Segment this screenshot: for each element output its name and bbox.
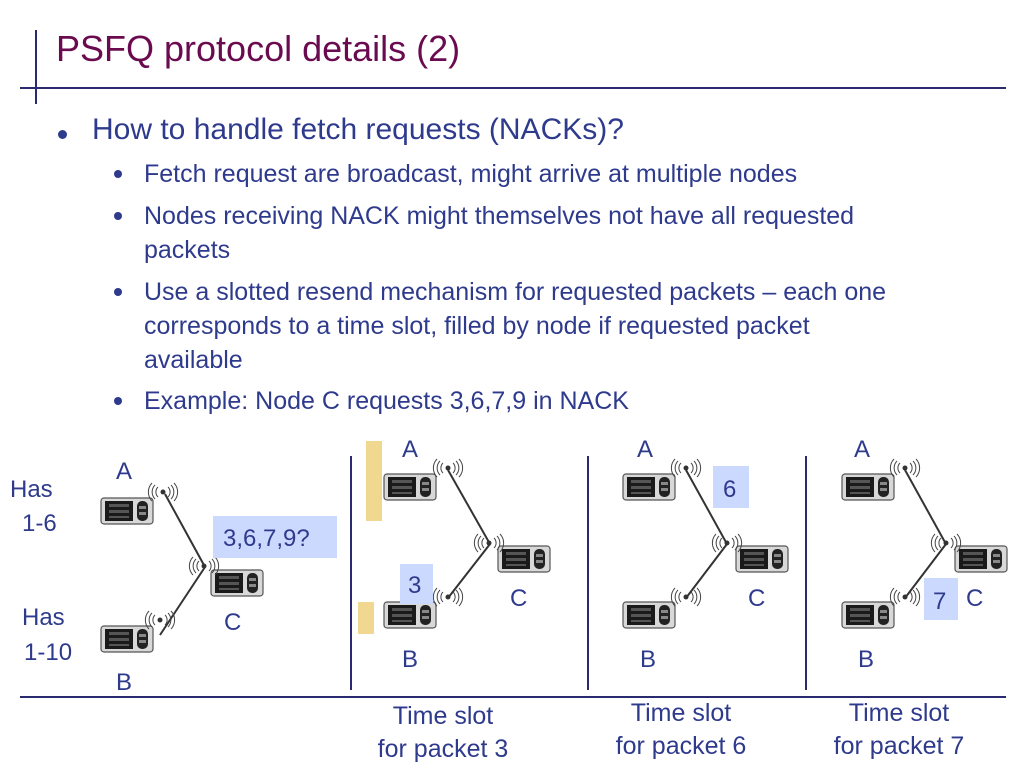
node-c-label: C bbox=[510, 585, 527, 612]
node-c-mote-icon bbox=[954, 545, 1008, 573]
caption-slot-7-line-1: Time slot bbox=[848, 699, 950, 727]
sub-bullet-dot bbox=[114, 288, 122, 296]
caption-slot-7: Time slot for packet 7 bbox=[806, 697, 992, 763]
radio-icon bbox=[670, 587, 702, 607]
radio-icon bbox=[147, 482, 179, 502]
sub-bullet-dot bbox=[114, 212, 122, 220]
node-c-mote-icon bbox=[210, 569, 264, 597]
sub-bullet-dot bbox=[114, 170, 122, 178]
sub-bullet-4: Example: Node C requests 3,6,7,9 in NACK bbox=[144, 384, 629, 418]
sub-bullet-1-line-1: Fetch request are broadcast, might arriv… bbox=[144, 160, 798, 188]
caption-slot-3-line-2: for packet 3 bbox=[377, 735, 509, 763]
packet-3-box bbox=[400, 564, 433, 604]
packet-3-label: 3 bbox=[408, 572, 421, 599]
sub-bullet-4-line-1: Example: Node C requests 3,6,7,9 in NACK bbox=[144, 387, 629, 415]
node-a-mote-icon bbox=[100, 497, 154, 525]
radio-icon bbox=[432, 587, 464, 607]
sub-bullet-3-line-3: available bbox=[144, 346, 243, 374]
main-bullet: How to handle fetch requests (NACKs)? bbox=[92, 113, 624, 146]
node-b-mote-icon bbox=[841, 601, 895, 629]
sub-bullet-2-line-2: packets bbox=[144, 236, 231, 264]
bullet-dot bbox=[58, 130, 67, 139]
node-c-label: C bbox=[748, 585, 765, 612]
caption-slot-6-line-2: for packet 6 bbox=[615, 732, 747, 760]
has-b-line-1: Has bbox=[22, 604, 65, 631]
node-b-label: B bbox=[640, 646, 656, 673]
footer-rule bbox=[20, 696, 1006, 698]
radio-icon bbox=[432, 458, 464, 478]
nack-request-box bbox=[213, 516, 337, 558]
packet-6-box bbox=[713, 466, 749, 508]
slot-marker-a bbox=[366, 441, 382, 521]
sub-bullet-3: Use a slotted resend mechanism for reque… bbox=[144, 275, 886, 377]
title-underline bbox=[20, 87, 1006, 89]
panel-initial: A B C Has 1-6 Has 1-10 3,6,7,9? bbox=[10, 458, 337, 696]
node-a-label: A bbox=[116, 458, 132, 485]
panel-slot-6: A B C 6 bbox=[622, 436, 789, 673]
node-a-label: A bbox=[402, 436, 418, 463]
node-a-label: A bbox=[637, 436, 653, 463]
node-c-label: C bbox=[966, 585, 983, 612]
node-c-mote-icon bbox=[735, 545, 789, 573]
has-b-line-2: 1-10 bbox=[24, 639, 72, 666]
sub-bullet-3-line-2: corresponds to a time slot, filled by no… bbox=[144, 312, 810, 340]
node-b-label: B bbox=[116, 669, 132, 696]
node-a-mote-icon bbox=[383, 473, 437, 501]
panel-slot-7: A B C 7 bbox=[841, 436, 1008, 673]
node-b-label: B bbox=[402, 646, 418, 673]
slot-marker-b bbox=[358, 602, 374, 634]
nack-request-text: 3,6,7,9? bbox=[223, 525, 310, 552]
caption-slot-6: Time slot for packet 6 bbox=[588, 697, 774, 763]
node-c-label: C bbox=[224, 609, 241, 636]
radio-icon bbox=[889, 587, 921, 607]
node-b-mote-icon bbox=[383, 601, 437, 629]
caption-slot-7-line-2: for packet 7 bbox=[833, 732, 965, 760]
sub-bullet-2-line-1: Nodes receiving NACK might themselves no… bbox=[144, 202, 855, 230]
sub-bullet-1: Fetch request are broadcast, might arriv… bbox=[144, 157, 797, 191]
has-a-line-1: Has bbox=[10, 476, 53, 503]
packet-6-label: 6 bbox=[723, 476, 736, 503]
panel-slot-3: A B C 3 bbox=[358, 436, 551, 673]
sub-bullet-dot bbox=[114, 397, 122, 405]
caption-slot-6-line-1: Time slot bbox=[630, 699, 732, 727]
node-a-mote-icon bbox=[841, 473, 895, 501]
node-b-label: B bbox=[858, 646, 874, 673]
radio-icon bbox=[889, 458, 921, 478]
node-a-label: A bbox=[854, 436, 870, 463]
caption-slot-3-line-1: Time slot bbox=[392, 702, 494, 730]
node-a-mote-icon bbox=[622, 473, 676, 501]
node-b-mote-icon bbox=[622, 601, 676, 629]
slide-title: PSFQ protocol details (2) bbox=[56, 28, 461, 69]
radio-icon bbox=[670, 458, 702, 478]
node-b-mote-icon bbox=[100, 625, 154, 653]
sub-bullet-3-line-1: Use a slotted resend mechanism for reque… bbox=[144, 278, 887, 306]
node-c-mote-icon bbox=[497, 545, 551, 573]
packet-7-box bbox=[924, 578, 958, 620]
title-left-rule bbox=[35, 30, 37, 104]
caption-slot-3: Time slot for packet 3 bbox=[350, 700, 536, 766]
sub-bullet-2: Nodes receiving NACK might themselves no… bbox=[144, 199, 854, 267]
has-a-line-2: 1-6 bbox=[22, 510, 57, 537]
packet-7-label: 7 bbox=[933, 588, 946, 615]
